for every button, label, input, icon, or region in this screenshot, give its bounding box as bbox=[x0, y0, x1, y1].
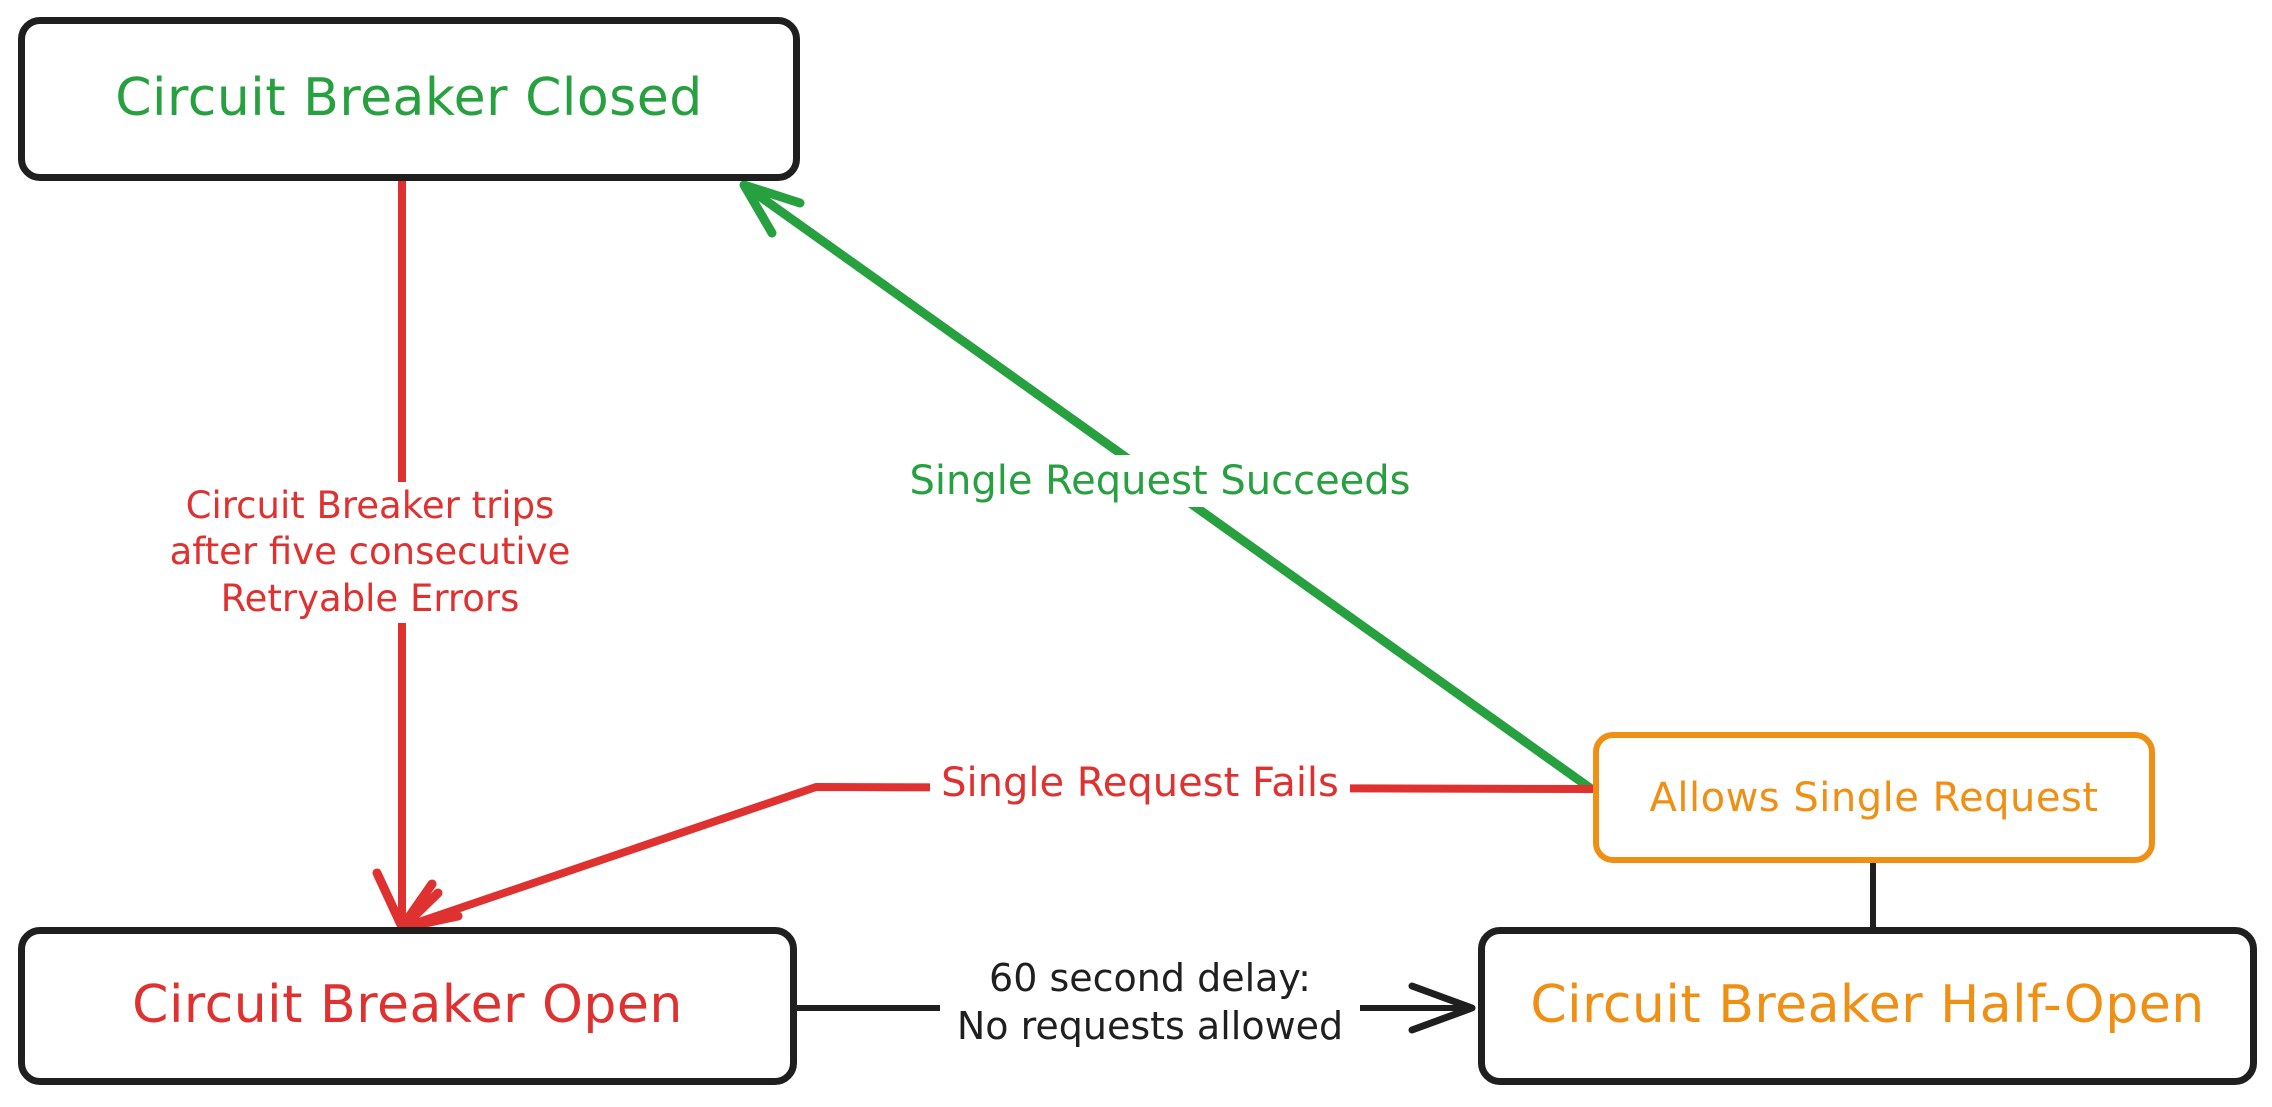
node-label-half-open: Circuit Breaker Half-Open bbox=[1530, 975, 2205, 1036]
node-label-open: Circuit Breaker Open bbox=[132, 975, 683, 1036]
node-allows-single-request[interactable]: Allows Single Request bbox=[1593, 732, 2155, 863]
node-circuit-breaker-open[interactable]: Circuit Breaker Open bbox=[18, 927, 797, 1085]
edge-label-allows-to-closed: Single Request Succeeds bbox=[900, 455, 1420, 507]
edge-label-open-to-halfopen: 60 second delay: No requests allowed bbox=[940, 954, 1360, 1051]
edge-label-allows-to-open: Single Request Fails bbox=[930, 757, 1350, 809]
node-label-closed: Circuit Breaker Closed bbox=[115, 68, 703, 129]
edge-label-closed-to-open: Circuit Breaker trips after five consecu… bbox=[150, 482, 590, 623]
node-label-allows-single-request: Allows Single Request bbox=[1649, 774, 2099, 821]
node-circuit-breaker-half-open[interactable]: Circuit Breaker Half-Open bbox=[1478, 927, 2257, 1085]
node-circuit-breaker-closed[interactable]: Circuit Breaker Closed bbox=[18, 17, 800, 181]
